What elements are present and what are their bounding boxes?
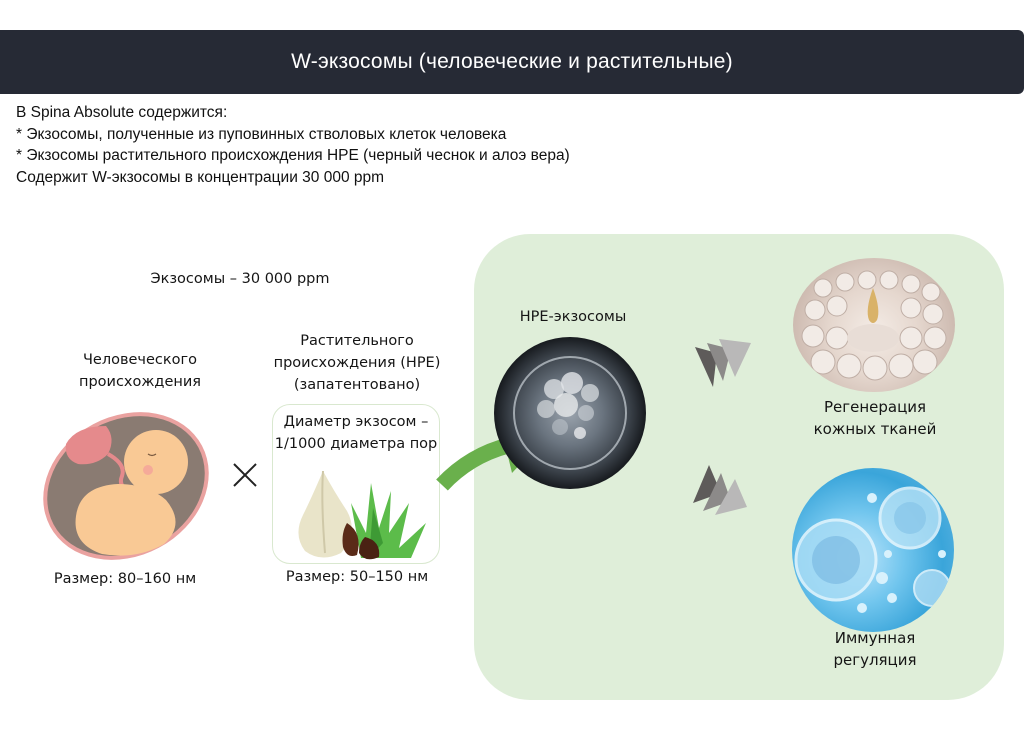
human-origin-title: Человеческого происхождения [40, 349, 240, 393]
header-bar: W-экзосомы (человеческие и растительные) [0, 30, 1024, 94]
plant-title-line: происхождения (HPE) [273, 355, 441, 371]
intro-line: Содержит W-экзосомы в концентрации 30 00… [16, 168, 385, 186]
human-title-line: Человеческого [82, 352, 198, 368]
intro-text: В Spina Absolute содержится: * Экзосомы,… [16, 102, 570, 188]
plant-origin-title: Растительного происхождения (HPE) (запат… [252, 330, 462, 396]
intro-line: * Экзосомы растительного происхождения H… [16, 147, 570, 164]
triangle-arrow-up-right-icon [695, 339, 751, 387]
fetus-icon [36, 404, 216, 564]
intro-line: * Экзосомы, полученные из пуповинных ств… [16, 125, 507, 143]
result-line: Иммунная [834, 629, 916, 647]
triangle-arrow-down-right-icon [693, 465, 747, 515]
result-skin-regeneration: Регенерация кожных тканей [790, 396, 960, 440]
exosome-microscope-icon [494, 337, 646, 489]
plant-title-line: (запатентовано) [293, 377, 421, 393]
plant-diameter-text: Диаметр экзосом – 1/1000 диаметра пор [273, 411, 439, 455]
result-line: кожных тканей [813, 420, 937, 438]
result-immune-regulation: Иммунная регуляция [790, 627, 960, 671]
garlic-aloe-icon [298, 470, 426, 560]
immune-cells-icon [792, 468, 954, 632]
hpe-exosomes-title: HPE-экзосомы [519, 309, 627, 325]
intro-line: В Spina Absolute содержится: [16, 104, 228, 121]
human-title-line: происхождения [78, 374, 202, 390]
plant-diameter-box: Диаметр экзосом – 1/1000 диаметра пор [272, 404, 440, 564]
plant-size-label: Размер: 50–150 нм [285, 569, 429, 585]
result-line: регуляция [833, 651, 917, 669]
multiply-icon [228, 458, 262, 492]
total-exosomes-label: Экзосомы – 30 000 ppm [150, 271, 330, 287]
diameter-line: 1/1000 диаметра пор [274, 436, 438, 452]
page-title: W-экзосомы (человеческие и растительные) [291, 50, 733, 73]
human-size-label: Размер: 80–160 нм [53, 571, 197, 587]
skin-cells-icon [793, 258, 955, 392]
diameter-line: Диаметр экзосом – [283, 414, 429, 430]
plant-title-line: Растительного [300, 333, 414, 349]
result-line: Регенерация [823, 398, 927, 416]
